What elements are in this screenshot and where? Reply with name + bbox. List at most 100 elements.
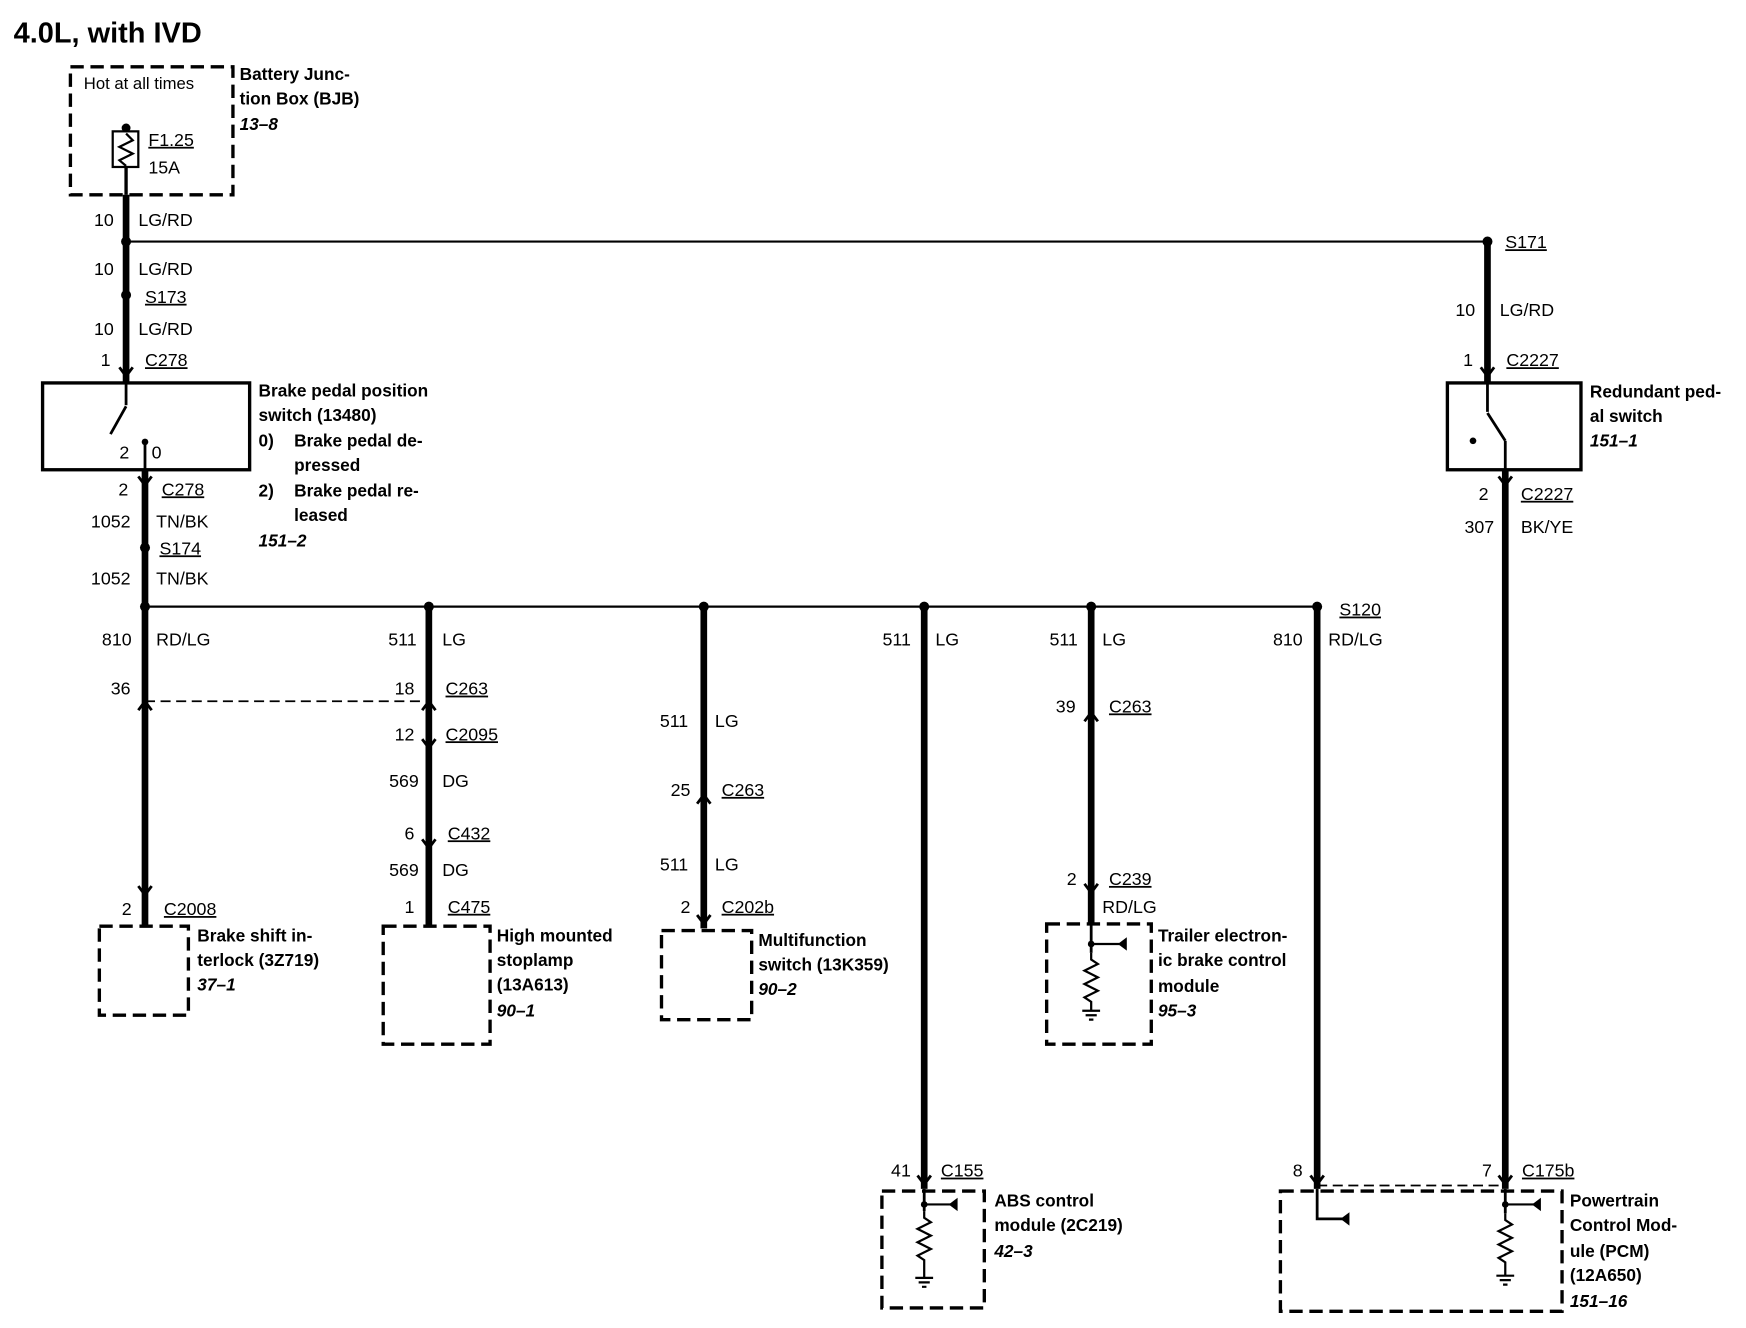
circuit-number: 810 — [1273, 630, 1303, 650]
connector-icon — [137, 475, 153, 488]
trailer-internal-circuit — [1082, 923, 1127, 1021]
shift-interlock-outline — [97, 924, 191, 1017]
brake-switch-label: switch (13480) — [259, 405, 377, 425]
wire-color: TN/BK — [156, 512, 209, 532]
connector-id: C263 — [1109, 696, 1152, 716]
junction-dot — [139, 601, 151, 612]
abs-module-ref: 42–3 — [993, 1241, 1033, 1261]
connector-id: C2095 — [446, 724, 499, 744]
connector-pin: 39 — [1056, 696, 1076, 716]
connector-id: C2227 — [1506, 350, 1558, 370]
connector-icon — [137, 885, 153, 898]
connector-icon — [421, 838, 437, 851]
signal-arrow-icon — [1340, 1212, 1350, 1226]
brake-switch-ref: 151–2 — [259, 531, 307, 551]
pcm-label: ule (PCM) — [1570, 1241, 1650, 1261]
circuit-number: 10 — [94, 210, 114, 230]
multifunction-switch-label: switch (13K359) — [758, 955, 888, 975]
connector-id: C202b — [722, 897, 775, 917]
stoplamp-ref: 90–1 — [497, 1000, 535, 1020]
wire-color: LG — [715, 854, 739, 874]
junction-dot — [139, 542, 151, 553]
junction-dot — [1482, 236, 1493, 247]
junction-dot — [919, 601, 930, 612]
switch-icon — [109, 382, 149, 470]
connector-pin: 2 — [122, 899, 132, 919]
connector-id: C175b — [1522, 1161, 1575, 1181]
connector-id: C2227 — [1521, 484, 1573, 504]
circuit-number: 511 — [660, 711, 688, 731]
trailer-module-outline — [1044, 922, 1153, 1046]
switch-state-label: Brake pedal de- — [294, 430, 423, 450]
circuit-number: 10 — [1455, 300, 1475, 320]
connector-pin: 2 — [118, 479, 128, 499]
connector-icon — [696, 914, 712, 927]
switch-state-number: 0) — [259, 430, 274, 450]
circuit-number: 810 — [102, 630, 132, 650]
abs-module-label: module (2C219) — [994, 1215, 1122, 1235]
circuit-number: 569 — [389, 860, 419, 880]
connector-pin: 41 — [891, 1161, 911, 1181]
signal-arrow-icon — [1117, 937, 1127, 951]
trailer-module-label: Trailer electron- — [1158, 926, 1288, 946]
connector-icon — [137, 698, 153, 712]
circuit-number: 307 — [1464, 517, 1494, 537]
wire-color: DG — [442, 771, 469, 791]
wire-color: LG/RD — [138, 210, 192, 230]
ground-icon — [1082, 1009, 1101, 1021]
connector-pin: 6 — [404, 823, 414, 843]
connector-pin: 12 — [395, 724, 415, 744]
circuit-number: 10 — [94, 319, 114, 339]
fuse-rating: 15A — [148, 158, 180, 178]
connector-id: C2008 — [164, 899, 217, 919]
bjb-ref: 13–8 — [240, 114, 279, 134]
stoplamp-outline — [381, 924, 492, 1046]
connector-icon — [421, 698, 437, 712]
connector-id: C263 — [446, 679, 489, 699]
circuit-number: 1052 — [91, 568, 131, 588]
connector-id: C475 — [448, 897, 491, 917]
connector-icon — [696, 792, 712, 805]
fuse-icon — [111, 123, 140, 195]
multifunction-switch-label: Multifunction — [758, 930, 866, 950]
brake-switch-label: Brake pedal position — [259, 380, 429, 400]
redundant-switch-outline — [1445, 381, 1583, 472]
shift-interlock-label: terlock (3Z719) — [197, 950, 319, 970]
switch-state-label: leased — [294, 505, 348, 525]
circuit-number: 511 — [1049, 630, 1077, 650]
circuit-number: 511 — [882, 630, 910, 650]
junction-dot — [1312, 601, 1323, 612]
wire-color: RD/LG — [156, 630, 210, 650]
stoplamp-label: High mounted — [497, 926, 613, 946]
switch-icon — [1469, 382, 1507, 470]
splice-label: S174 — [159, 538, 201, 558]
junction-dot — [1086, 601, 1097, 612]
connector-id: C278 — [145, 350, 188, 370]
stoplamp-label: stoplamp — [497, 950, 574, 970]
trailer-module-label: ic brake control — [1158, 950, 1286, 970]
multifunction-switch-outline — [659, 928, 754, 1022]
wires — [122, 194, 1509, 1189]
switch-state-number: 2) — [259, 480, 274, 500]
connector-pin: 2 — [1479, 484, 1489, 504]
wire-color: RD/LG — [1102, 897, 1156, 917]
junction-dot — [698, 601, 709, 612]
circuit-number: 10 — [94, 259, 114, 279]
resistor-icon — [915, 1211, 934, 1278]
redundant-switch-ref: 151–1 — [1590, 430, 1638, 450]
multifunction-switch-ref: 90–2 — [758, 979, 797, 999]
wire-color: BK/YE — [1521, 517, 1574, 537]
wire-color: LG/RD — [138, 259, 192, 279]
ground-icon — [1496, 1274, 1515, 1286]
abs-module-outline — [880, 1189, 986, 1310]
switch-state-label: pressed — [294, 455, 360, 475]
connector-id: C278 — [162, 479, 205, 499]
junction-dot — [121, 236, 132, 247]
connector-icon — [1309, 1174, 1325, 1187]
signal-arrow-icon — [1531, 1197, 1541, 1212]
switch-state-label: Brake pedal re- — [294, 480, 419, 500]
splice-dots — [121, 236, 1493, 612]
switch-pin: 2 — [119, 443, 129, 463]
connector-icon — [1497, 1174, 1514, 1187]
trailer-module-label: module — [1158, 976, 1219, 996]
